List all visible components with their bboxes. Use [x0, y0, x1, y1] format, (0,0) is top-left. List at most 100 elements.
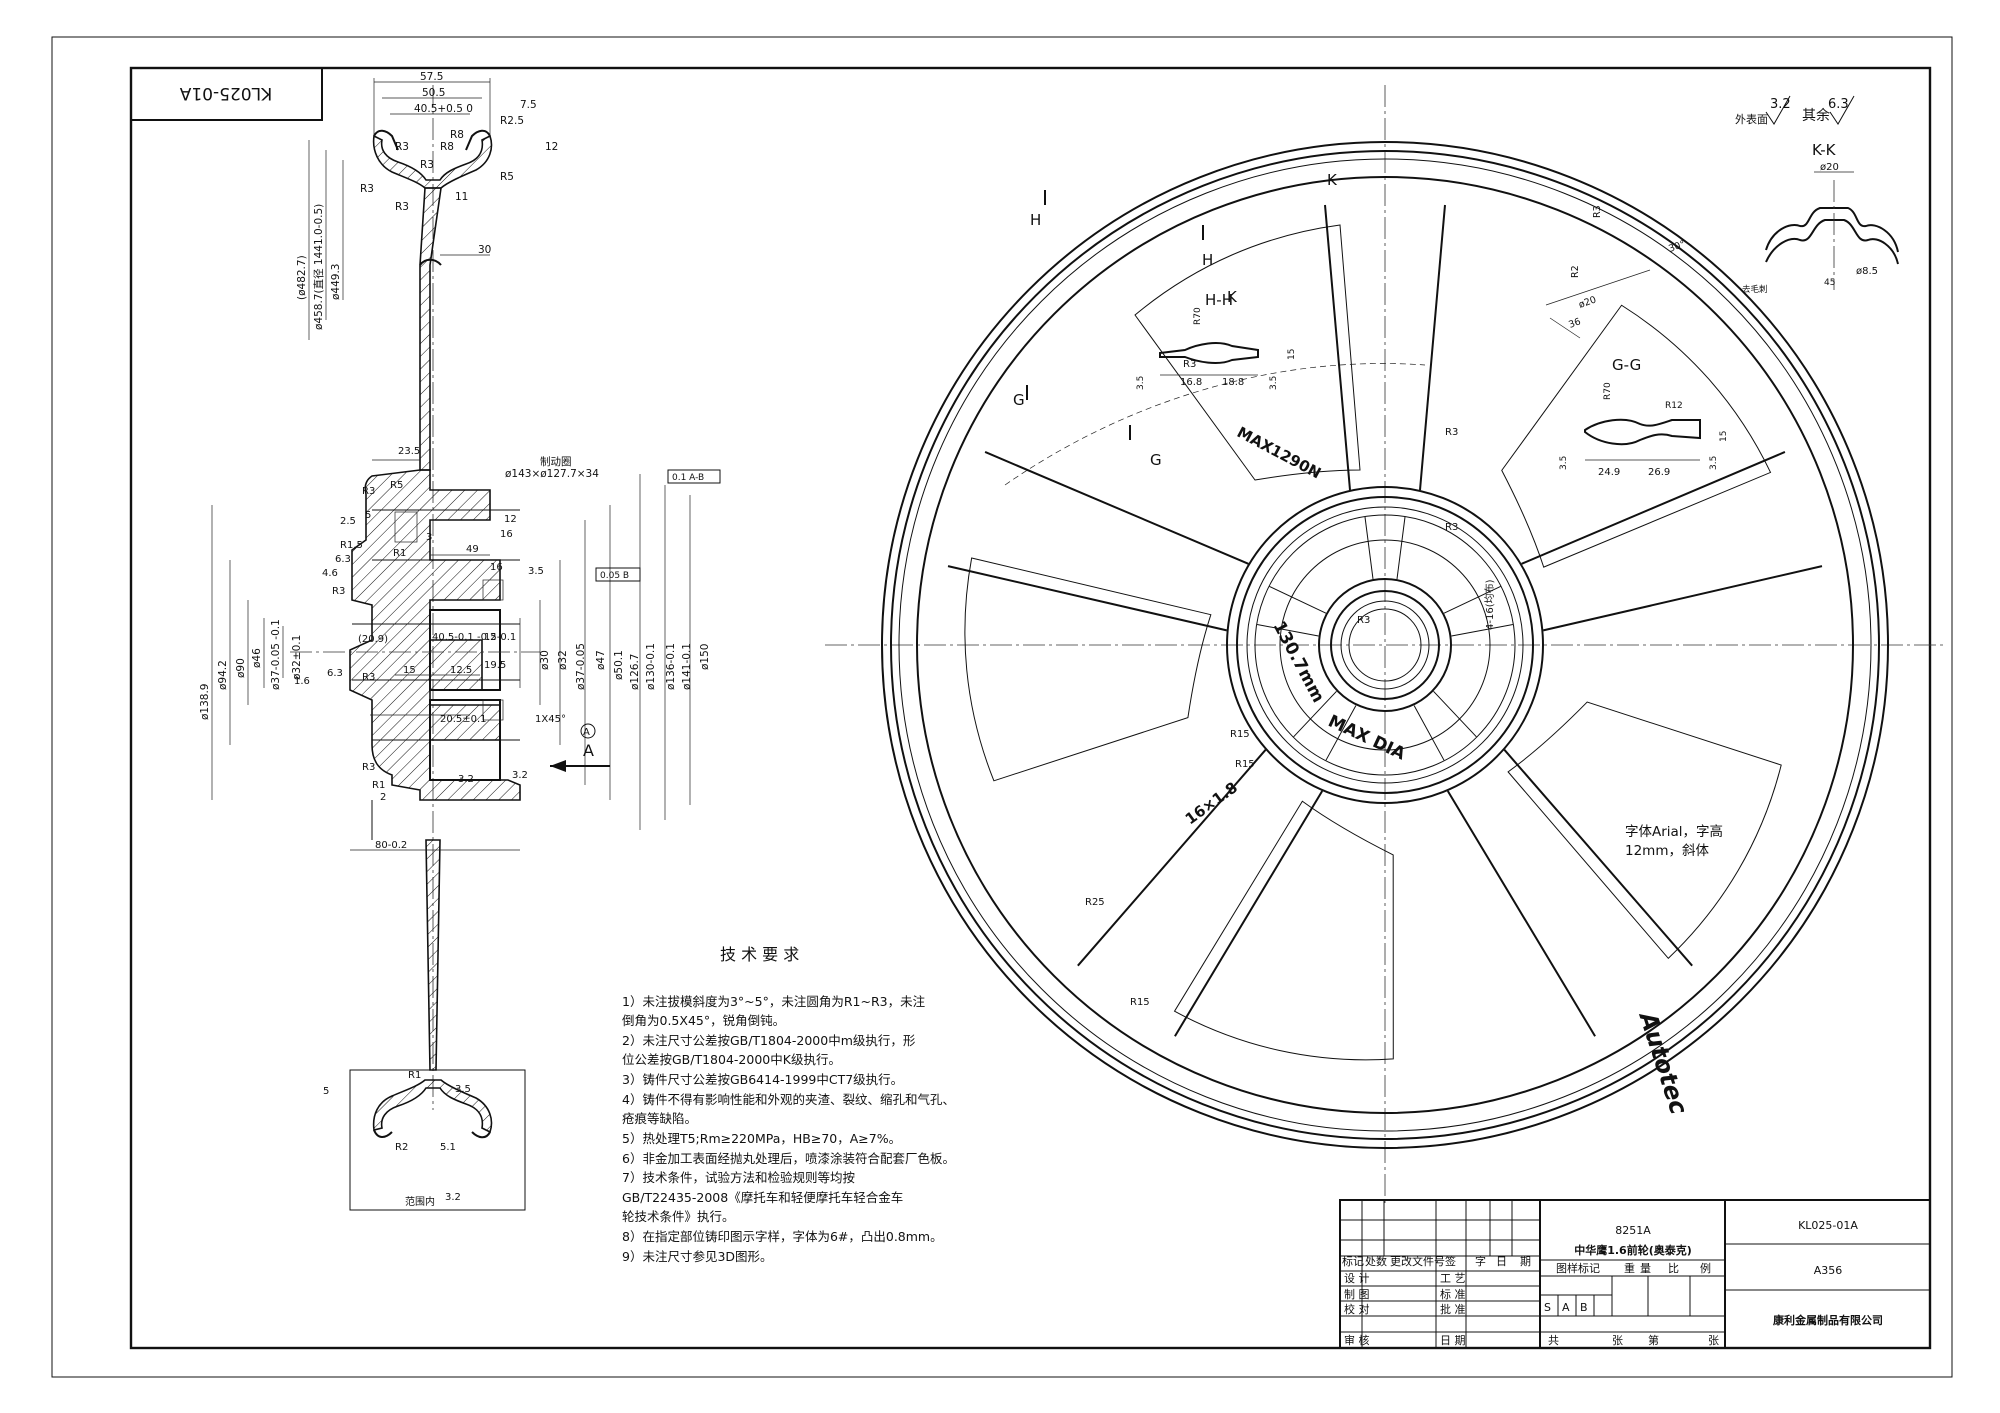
svg-text:1）未注拔模斜度为3°~5°，未注圆角为R1~R3，未注: 1）未注拔模斜度为3°~5°，未注圆角为R1~R3，未注	[622, 994, 926, 1009]
svg-text:8）在指定部位铸印图示字样，字体为6#，凸出0.8mm。: 8）在指定部位铸印图示字样，字体为6#，凸出0.8mm。	[622, 1229, 943, 1244]
svg-text:R1: R1	[393, 548, 406, 559]
svg-text:50.5: 50.5	[422, 87, 445, 99]
svg-text:16.8: 16.8	[1180, 377, 1202, 388]
svg-text:R8: R8	[440, 141, 454, 153]
svg-text:字: 字	[1475, 1254, 1486, 1268]
svg-text:0.05 B: 0.05 B	[600, 571, 629, 581]
svg-text:设 计: 设 计	[1344, 1272, 1370, 1285]
mirrored-code-box	[130, 67, 323, 121]
svg-text:ø20: ø20	[1577, 294, 1598, 310]
svg-text:16: 16	[490, 562, 503, 573]
datum-a-label: A	[583, 741, 594, 760]
svg-text:R2: R2	[395, 1142, 408, 1153]
svg-text:工 艺: 工 艺	[1440, 1272, 1466, 1285]
svg-text:ø458.7(直径 1441.0-0.5): ø458.7(直径 1441.0-0.5)	[312, 204, 325, 330]
title-block: 标记 处数 更改文件号 签 字 日 期 设 计 制 图 校 对 审 核 工 艺 …	[1339, 1199, 1931, 1349]
svg-text:R3: R3	[362, 762, 375, 773]
brake-drum-label: 制动圈	[540, 455, 572, 468]
section-kk: K-K ø20 ø8.5 45 去毛刺	[1742, 141, 1899, 295]
svg-text:ø138.9: ø138.9	[199, 684, 211, 720]
svg-text:24.9: 24.9	[1598, 467, 1620, 478]
svg-text:签: 签	[1445, 1254, 1456, 1268]
svg-text:R1: R1	[408, 1070, 421, 1081]
svg-text:ø90: ø90	[235, 658, 247, 678]
svg-text:3: 3	[426, 532, 432, 543]
company-name: 康利金属制品有限公司	[1773, 1313, 1883, 1327]
svg-text:ø136-0.1: ø136-0.1	[665, 643, 677, 690]
svg-text:K: K	[1227, 288, 1238, 306]
svg-text:ø37-0.05 -0.1: ø37-0.05 -0.1	[270, 619, 282, 690]
svg-text:12: 12	[504, 514, 517, 525]
svg-text:36: 36	[1567, 316, 1582, 330]
svg-text:ø8.5: ø8.5	[1856, 266, 1878, 277]
svg-text:30: 30	[478, 244, 491, 256]
svg-text:批 准: 批 准	[1440, 1302, 1466, 1316]
svg-text:倒角为0.5X45°，锐角倒钝。: 倒角为0.5X45°，锐角倒钝。	[622, 1013, 785, 1028]
svg-text:7.5: 7.5	[520, 99, 537, 111]
svg-text:更改文件号: 更改文件号	[1390, 1254, 1445, 1268]
svg-text:R70: R70	[1193, 307, 1203, 325]
svg-text:15: 15	[1719, 431, 1729, 442]
svg-text:比: 比	[1668, 1262, 1679, 1275]
svg-text:R2: R2	[1570, 265, 1581, 278]
svg-text:ø130-0.1: ø130-0.1	[645, 643, 657, 690]
svg-text:2.5: 2.5	[340, 516, 356, 527]
svg-text:3.5: 3.5	[1269, 376, 1279, 390]
svg-text:5.1: 5.1	[440, 1142, 456, 1153]
svg-text:(20.9): (20.9)	[358, 634, 388, 645]
svg-text:19.5: 19.5	[484, 660, 506, 671]
svg-text:16: 16	[500, 529, 513, 540]
svg-text:15: 15	[1287, 349, 1297, 360]
svg-text:20.5±0.1: 20.5±0.1	[440, 714, 487, 725]
font-note-2: 12mm，斜体	[1625, 843, 1709, 859]
svg-text:7）技术条件，试验方法和检验规则等均按: 7）技术条件，试验方法和检验规则等均按	[622, 1170, 855, 1185]
pcd-marking: 130.7mm	[1269, 618, 1329, 706]
svg-text:校 对: 校 对	[1344, 1302, 1370, 1316]
section-gg: G-G R70 R12 24.9 26.9 3.5 3.5 15	[1559, 356, 1729, 478]
svg-text:3.5: 3.5	[1709, 456, 1719, 470]
surface-outer-value: 3.2	[1770, 97, 1791, 112]
outer-trim-border	[51, 36, 1953, 1378]
svg-text:R1: R1	[372, 780, 385, 791]
svg-text:ø50.1: ø50.1	[613, 650, 625, 680]
svg-text:57.5: 57.5	[420, 71, 443, 83]
svg-text:R3: R3	[1357, 615, 1370, 626]
svg-text:12.5: 12.5	[450, 665, 472, 676]
k-detail: R3 R2 ø20 36 30°	[1545, 205, 1687, 339]
section-hh: H-H R70 16.8 18.8 3.5 3.5 15	[1136, 291, 1297, 390]
svg-text:张: 张	[1612, 1334, 1623, 1347]
surface-outer-label: 外表面	[1735, 112, 1768, 126]
svg-text:R3: R3	[1183, 359, 1196, 370]
part-number: 8251A	[1615, 1224, 1651, 1237]
svg-text:3.2: 3.2	[512, 770, 528, 781]
svg-text:3.5: 3.5	[528, 566, 544, 577]
svg-text:制 图: 制 图	[1344, 1288, 1370, 1301]
svg-text:30°: 30°	[1667, 239, 1687, 255]
svg-text:18.8: 18.8	[1222, 377, 1244, 388]
part-name: 中华鹰1.6前轮(奥泰克)	[1574, 1243, 1692, 1257]
notes-title: 技 术 要 求	[720, 945, 799, 964]
svg-text:K-K: K-K	[1812, 141, 1837, 159]
svg-text:位公差按GB/T1804-2000中K级执行。: 位公差按GB/T1804-2000中K级执行。	[622, 1052, 841, 1067]
svg-text:R3: R3	[332, 586, 345, 597]
drawing-frame	[129, 66, 1932, 1350]
svg-text:3.2: 3.2	[458, 774, 474, 785]
svg-text:共: 共	[1548, 1334, 1559, 1347]
svg-text:A: A	[1562, 1301, 1570, 1314]
svg-text:3.5: 3.5	[455, 1084, 471, 1095]
svg-text:张: 张	[1708, 1334, 1719, 1347]
svg-text:ø141-0.1: ø141-0.1	[681, 643, 693, 690]
svg-text:R1.5: R1.5	[340, 540, 363, 551]
svg-text:26.9: 26.9	[1648, 467, 1670, 478]
svg-text:R3: R3	[362, 486, 375, 497]
svg-text:80-0.2: 80-0.2	[375, 840, 407, 851]
svg-text:R3: R3	[1445, 427, 1458, 438]
wheel-cross-section: 范围内 3.2	[199, 71, 721, 1211]
svg-text:H-H: H-H	[1205, 291, 1233, 309]
svg-text:ø94.2: ø94.2	[217, 660, 229, 690]
svg-text:H: H	[1030, 211, 1041, 229]
svg-text:R3: R3	[395, 141, 409, 153]
wheel-front-view: MAX1290N 16×1.8 130.7mm MAX DIA Autotec …	[825, 85, 1945, 1205]
svg-text:5: 5	[323, 1086, 329, 1097]
svg-text:3.5: 3.5	[1136, 376, 1146, 390]
